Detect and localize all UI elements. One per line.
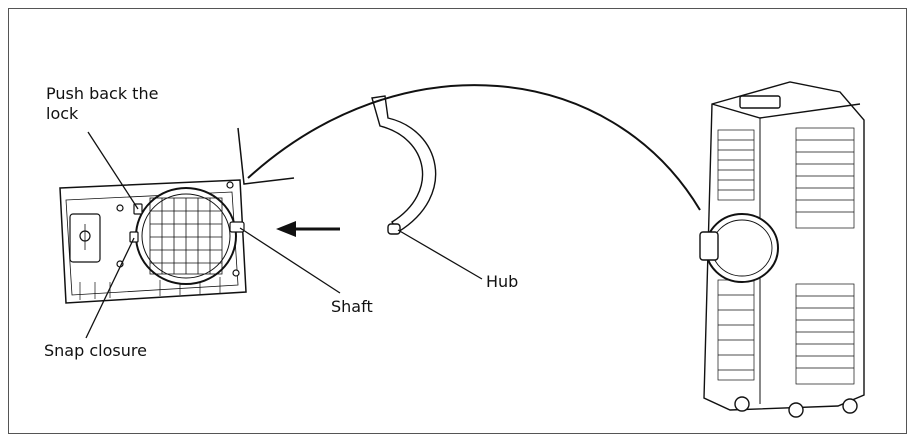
label-shaft: Shaft	[331, 297, 373, 317]
label-hub: Hub	[486, 272, 518, 292]
curved-arrow	[238, 85, 700, 210]
label-push-back-lock: Push back the lock	[46, 84, 158, 124]
label-snap-closure: Snap closure	[44, 341, 147, 361]
window-panel	[60, 180, 246, 303]
straight-arrow	[276, 221, 340, 237]
air-conditioner-unit	[700, 82, 864, 417]
hinge-ring	[372, 96, 436, 234]
label-push-back-line1: Push back the	[46, 84, 158, 104]
label-push-back-line2: lock	[46, 104, 158, 124]
